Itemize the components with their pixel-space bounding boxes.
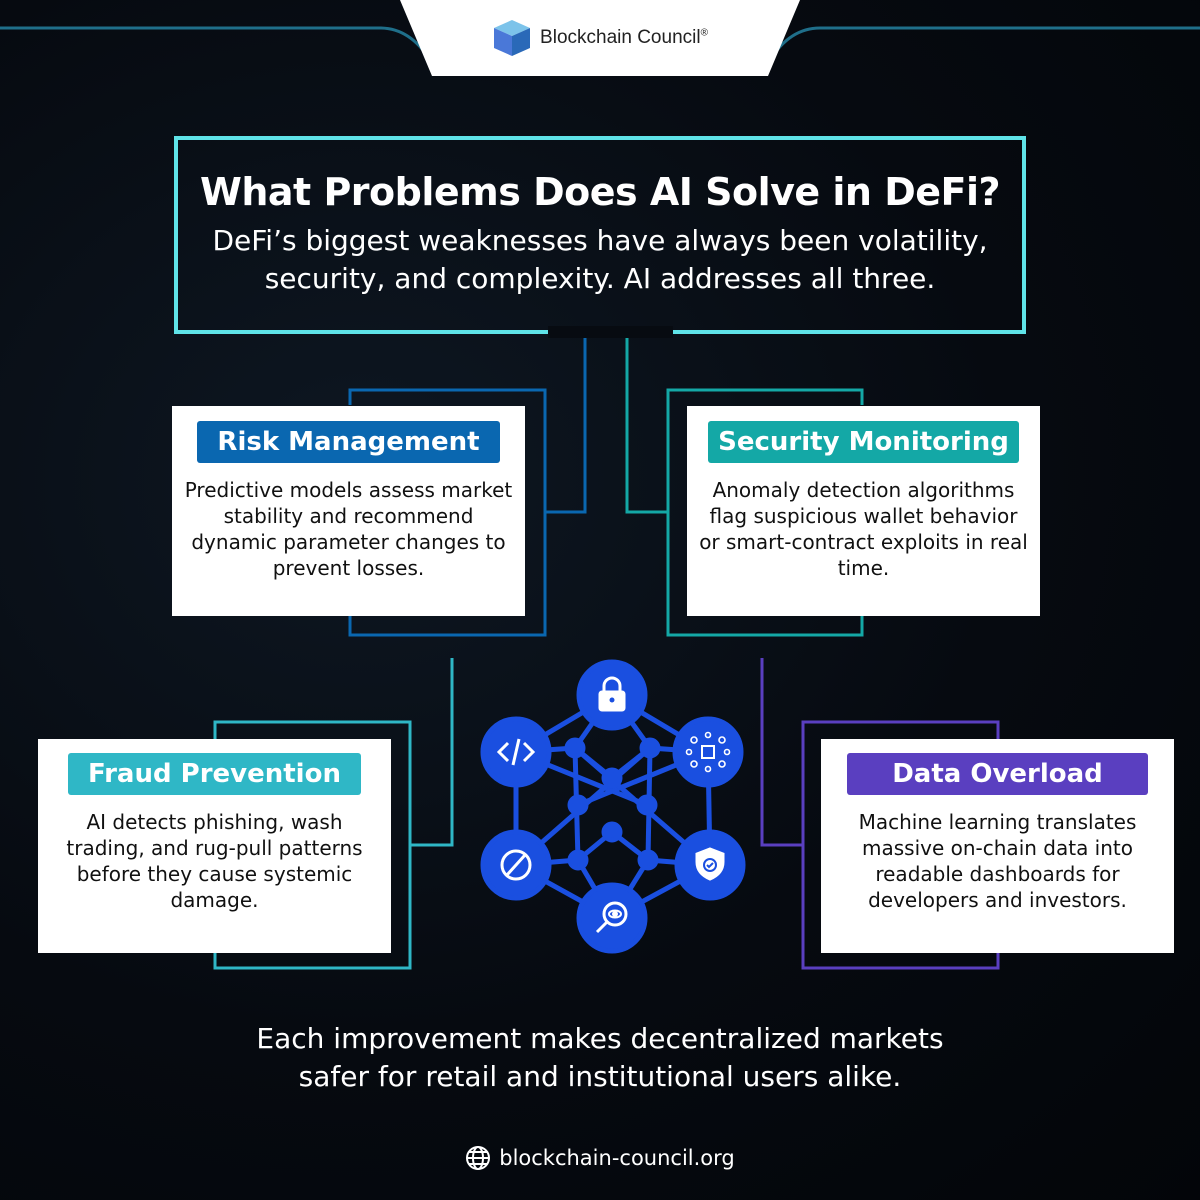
card-body: AI detects phishing, wash trading, and r…	[66, 810, 363, 912]
subtitle: DeFi’s biggest weaknesses have always be…	[212, 224, 988, 295]
brand-name: Blockchain Council®	[540, 27, 708, 48]
card-risk-management: Risk Management Predictive models assess…	[172, 406, 525, 616]
shield-check-icon	[695, 847, 725, 881]
network-node	[636, 794, 658, 816]
card-body: Anomaly detection algorithms flag suspic…	[699, 478, 1028, 580]
code-icon	[496, 738, 536, 766]
brand-header: Blockchain Council®	[400, 0, 800, 76]
network-node	[601, 767, 623, 789]
card-security-monitoring: Security Monitoring Anomaly detection al…	[687, 406, 1040, 616]
network-node	[637, 849, 659, 871]
network-node	[567, 849, 589, 871]
card-body: Machine learning translates massive on-c…	[858, 810, 1137, 912]
network-cube-node	[672, 716, 744, 788]
globe-icon	[466, 1146, 491, 1170]
card-heading: Risk Management	[197, 421, 500, 463]
fraud-connector	[213, 658, 454, 847]
header-line-right	[768, 26, 1200, 61]
prohibited-icon	[500, 849, 532, 881]
lock-icon	[598, 676, 626, 712]
card-heading: Data Overload	[847, 753, 1148, 795]
card-body: Predictive models assess market stabilit…	[184, 478, 513, 580]
magnifier-eye-icon	[595, 901, 628, 934]
network-node	[601, 821, 623, 843]
cube-logo-icon	[494, 20, 531, 56]
card-data-overload: Data Overload Machine learning translate…	[821, 739, 1174, 953]
data-connector	[760, 658, 1000, 847]
network-node	[567, 794, 589, 816]
security-connector	[625, 335, 864, 514]
page-title: What Problems Does AI Solve in DeFi?	[199, 170, 1001, 214]
header-line-left	[0, 26, 432, 61]
network-node	[639, 737, 661, 759]
website-link[interactable]: blockchain-council.org	[0, 1145, 1200, 1171]
card-heading: Security Monitoring	[708, 421, 1019, 463]
network-node	[564, 737, 586, 759]
card-fraud-prevention: Fraud Prevention AI detects phishing, wa…	[38, 739, 391, 953]
title-box: What Problems Does AI Solve in DeFi? DeF…	[174, 136, 1026, 334]
network-cube-icon	[685, 731, 731, 773]
card-heading: Fraud Prevention	[68, 753, 361, 795]
risk-connector	[348, 335, 587, 514]
footer-text: Each improvement makes decentralized mar…	[256, 1022, 944, 1093]
